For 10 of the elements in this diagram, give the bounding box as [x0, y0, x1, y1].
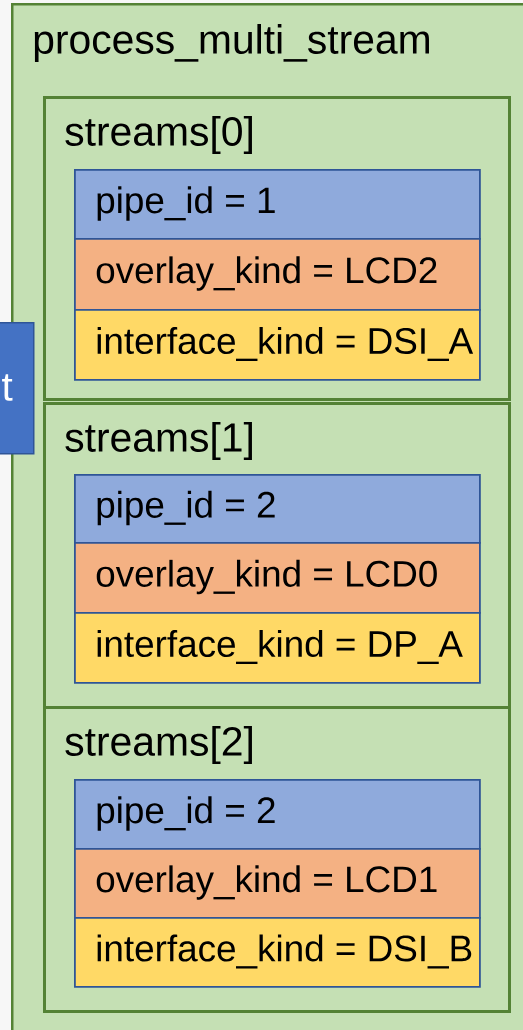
field-row: interface_kind = DSI_B	[74, 917, 481, 988]
field-row: interface_kind = DP_A	[74, 612, 481, 684]
field-row: pipe_id = 1	[74, 169, 481, 240]
field-row: overlay_kind = LCD0	[74, 542, 481, 614]
field-row: overlay_kind = LCD2	[74, 238, 481, 311]
field-row: interface_kind = DSI_A	[74, 309, 481, 381]
field-row: pipe_id = 2	[74, 779, 481, 850]
field-row: overlay_kind = LCD1	[74, 848, 481, 919]
side-box: t	[0, 322, 35, 455]
field-row: pipe_id = 2	[74, 474, 481, 544]
